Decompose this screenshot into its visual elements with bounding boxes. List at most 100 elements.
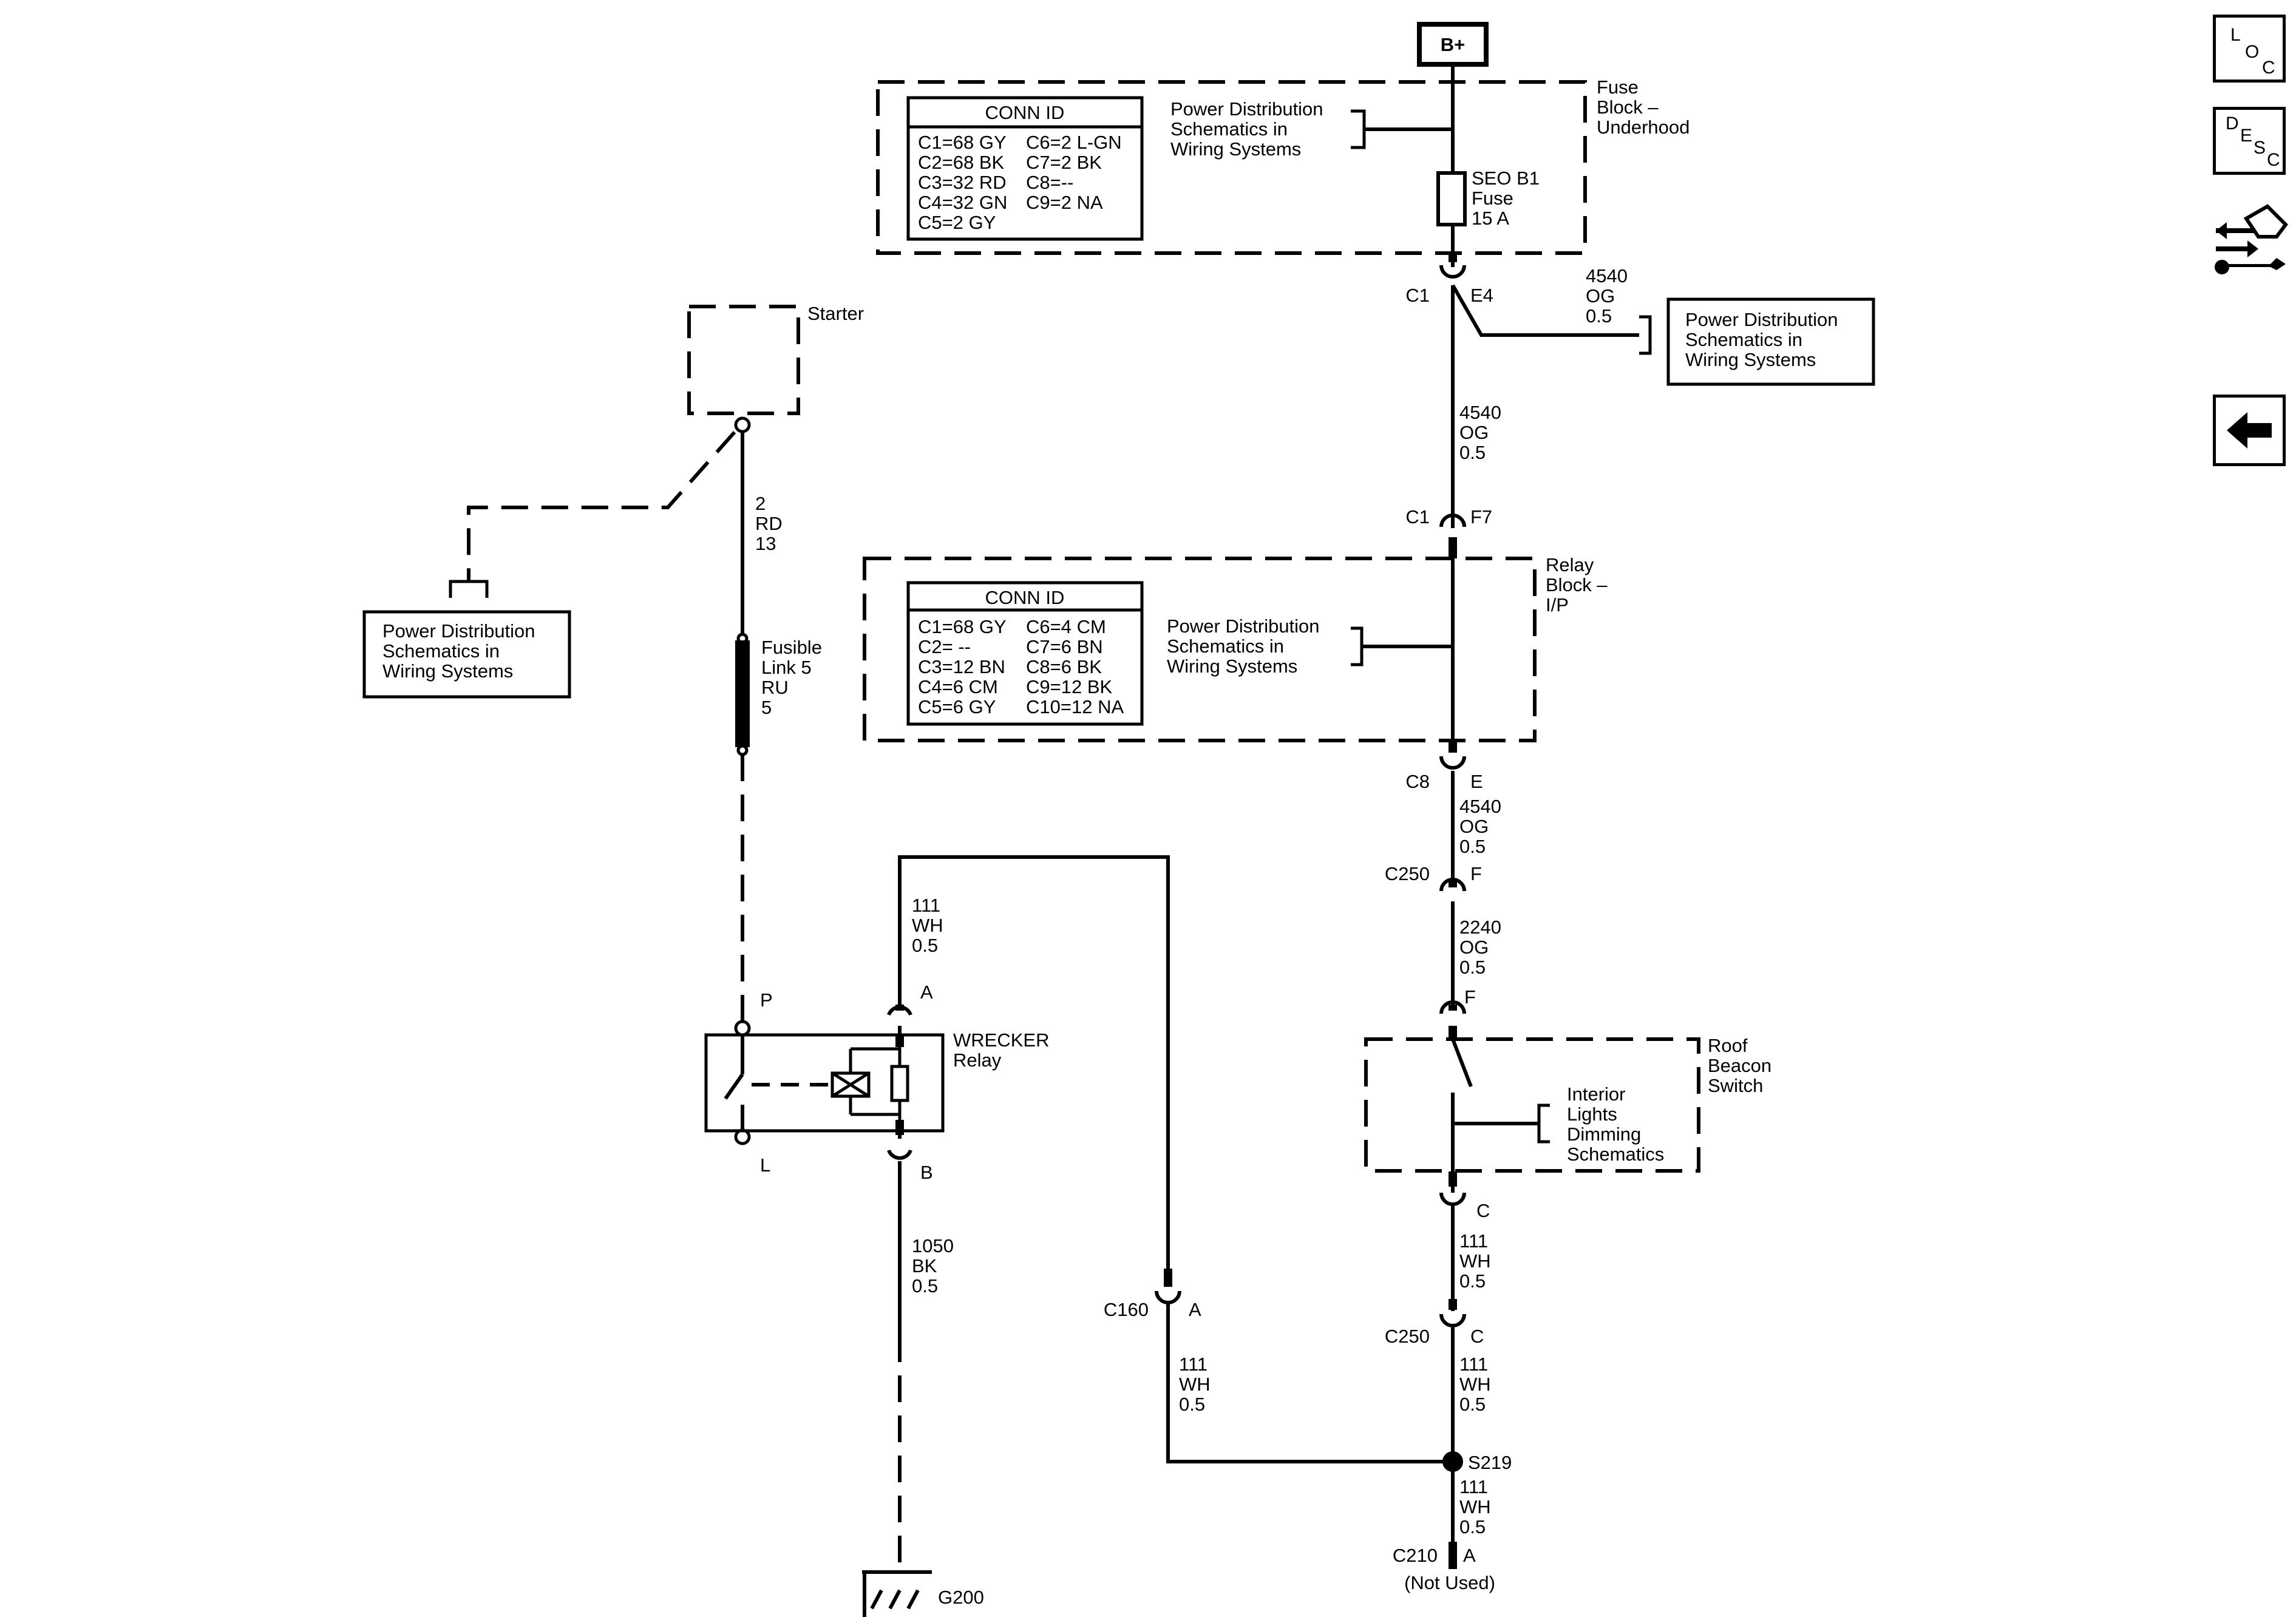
wrecker-relay-box: [704, 1033, 945, 1133]
wire-label-2rd-gauge: 13: [755, 533, 776, 554]
conn-c250-f-right: F: [1470, 863, 1482, 884]
left-ref-1: Power Distribution: [382, 620, 535, 642]
fusible-link-label-1: Fusible: [761, 637, 822, 658]
loc-letter-o: O: [2245, 42, 2260, 62]
fuse-ref-1: Power Distribution: [1170, 98, 1323, 120]
fusible-link-5: [735, 640, 750, 747]
wire-label-111-s219: 111: [1459, 1476, 1488, 1497]
starter-box: [687, 305, 800, 415]
svg-text:C2=68 BK: C2=68 BK: [918, 152, 1005, 173]
desc-letter-s: S: [2254, 138, 2266, 158]
wire-label-111-sw: 111: [1459, 1230, 1488, 1252]
svg-text:C8=--: C8=--: [1026, 172, 1073, 193]
right-ref-3: Wiring Systems: [1685, 349, 1816, 370]
connector-tool-button[interactable]: [2210, 200, 2289, 279]
relay-terminal-l: [734, 1128, 751, 1145]
wire-label-1050-color: BK: [912, 1255, 937, 1276]
location-button[interactable]: L O C: [2213, 15, 2286, 83]
conn-c250-f-left: C250: [1385, 863, 1430, 884]
wire-label-2240-gauge: 0.5: [1459, 957, 1486, 978]
svg-text:C9=12 BK: C9=12 BK: [1026, 676, 1113, 697]
wire-4540-branch: [1451, 284, 1639, 337]
connector-c-switch: [1439, 1192, 1466, 1206]
roof-beacon-switch-blade: [1451, 1038, 1473, 1088]
svg-text:C1=68 GY: C1=68 GY: [918, 616, 1007, 637]
wire-label-111-sw-color: WH: [1459, 1250, 1491, 1272]
description-button[interactable]: D E S C: [2213, 107, 2286, 175]
wire-label-111-c160: 111: [1179, 1354, 1207, 1375]
wire-label-111-relay-color: WH: [912, 915, 943, 936]
right-ref-2: Schematics in: [1685, 329, 1802, 350]
connector-f-switch: [1439, 1000, 1466, 1014]
relay-terminal-p: [734, 1020, 751, 1037]
relay-switch-blade: [724, 1073, 744, 1100]
relay-block-title-2: Block –: [1546, 574, 1608, 595]
roof-beacon-title-3: Switch: [1708, 1075, 1763, 1096]
wire-label-4540-branch-gauge: 0.5: [1586, 305, 1612, 327]
fuse-label-2: Fuse: [1472, 188, 1513, 209]
not-used-label: (Not Used): [1404, 1572, 1495, 1593]
connector-tool-icon: [2215, 204, 2288, 274]
svg-text:C1=68 GY: C1=68 GY: [918, 132, 1007, 153]
wire-label-4540-a-color: OG: [1459, 422, 1489, 443]
wire-label-1050: 1050: [912, 1235, 954, 1256]
wire-label-4540-branch-color: OG: [1586, 285, 1615, 307]
fuse-block-title-2: Block –: [1597, 97, 1659, 118]
svg-text:C6=4 CM: C6=4 CM: [1026, 616, 1106, 637]
wire-label-4540-b-color: OG: [1459, 816, 1489, 837]
connector-c1-f7: [1439, 514, 1466, 527]
starter-terminal: [734, 416, 751, 433]
fuse-block-title-1: Fuse: [1597, 76, 1639, 98]
conn-f-switch: F: [1464, 986, 1476, 1008]
relay-resistor: [890, 1065, 909, 1102]
fusible-link-label-2: Link 5: [761, 657, 812, 678]
dimming-ref-1: Interior: [1567, 1083, 1625, 1105]
fuse-ref-2: Schematics in: [1170, 118, 1288, 140]
wire-starter-ref: [467, 431, 736, 580]
conn-c1-e4-left: C1: [1405, 285, 1430, 306]
fuse-conn-rows: C1=68 GY C6=2 L-GN C2=68 BK C7=2 BK C3=3…: [918, 132, 1122, 233]
conn-c250-c-left: C250: [1385, 1326, 1430, 1347]
svg-text:C3=12 BN: C3=12 BN: [918, 656, 1005, 677]
fuse-seo-b1: [1436, 171, 1467, 226]
left-ref-2: Schematics in: [382, 640, 500, 662]
conn-c1-e4-right: E4: [1470, 285, 1493, 306]
back-button[interactable]: [2213, 395, 2286, 466]
svg-text:C7=2 BK: C7=2 BK: [1026, 152, 1102, 173]
svg-text:C4=32 GN: C4=32 GN: [918, 192, 1007, 213]
connector-relay-b: [887, 1149, 912, 1160]
wire-label-111-relay-gauge: 0.5: [912, 935, 938, 956]
svg-text:C4=6 CM: C4=6 CM: [918, 676, 998, 697]
wire-label-4540-b-gauge: 0.5: [1459, 836, 1486, 857]
left-ref-3: Wiring Systems: [382, 660, 513, 682]
connector-c160-a: [1155, 1290, 1181, 1304]
wire-label-2240: 2240: [1459, 917, 1501, 938]
wrecker-relay-title-1: WRECKER: [953, 1029, 1049, 1051]
right-ref-1: Power Distribution: [1685, 309, 1838, 330]
wire-label-111-s219-color: WH: [1459, 1496, 1491, 1517]
wire-label-1050-gauge: 0.5: [912, 1275, 938, 1297]
relay-conn-id-table: [906, 581, 1144, 726]
conn-c160-right: A: [1189, 1299, 1201, 1320]
starter-label: Starter: [807, 303, 864, 324]
svg-text:C10=12 NA: C10=12 NA: [1026, 696, 1124, 717]
power-dist-ref-right: [1666, 297, 1875, 386]
relay-ref-3: Wiring Systems: [1167, 656, 1297, 677]
ref-bracket-relay: [1351, 626, 1364, 666]
dimming-ref-4: Schematics: [1567, 1144, 1664, 1165]
wire-label-111-c250-gauge: 0.5: [1459, 1394, 1486, 1415]
relay-conn-rows: C1=68 GY C6=4 CM C2= -- C7=6 BN C3=12 BN…: [918, 616, 1124, 717]
roof-beacon-title-1: Roof: [1708, 1035, 1748, 1056]
roof-beacon-title-2: Beacon: [1708, 1055, 1771, 1076]
wire-label-4540-b: 4540: [1459, 796, 1501, 817]
conn-c210-left: C210: [1393, 1545, 1438, 1566]
ref-bracket-dimming: [1537, 1103, 1550, 1144]
conn-c210-right: A: [1463, 1545, 1476, 1566]
power-dist-ref-left: [362, 610, 571, 699]
wire-label-4540-a: 4540: [1459, 402, 1501, 423]
connector-c250-f: [1439, 878, 1466, 892]
relay-block-title-1: Relay: [1546, 554, 1594, 575]
wire-111-c160: [1166, 1302, 1453, 1463]
wire-label-4540-branch: 4540: [1586, 265, 1628, 286]
